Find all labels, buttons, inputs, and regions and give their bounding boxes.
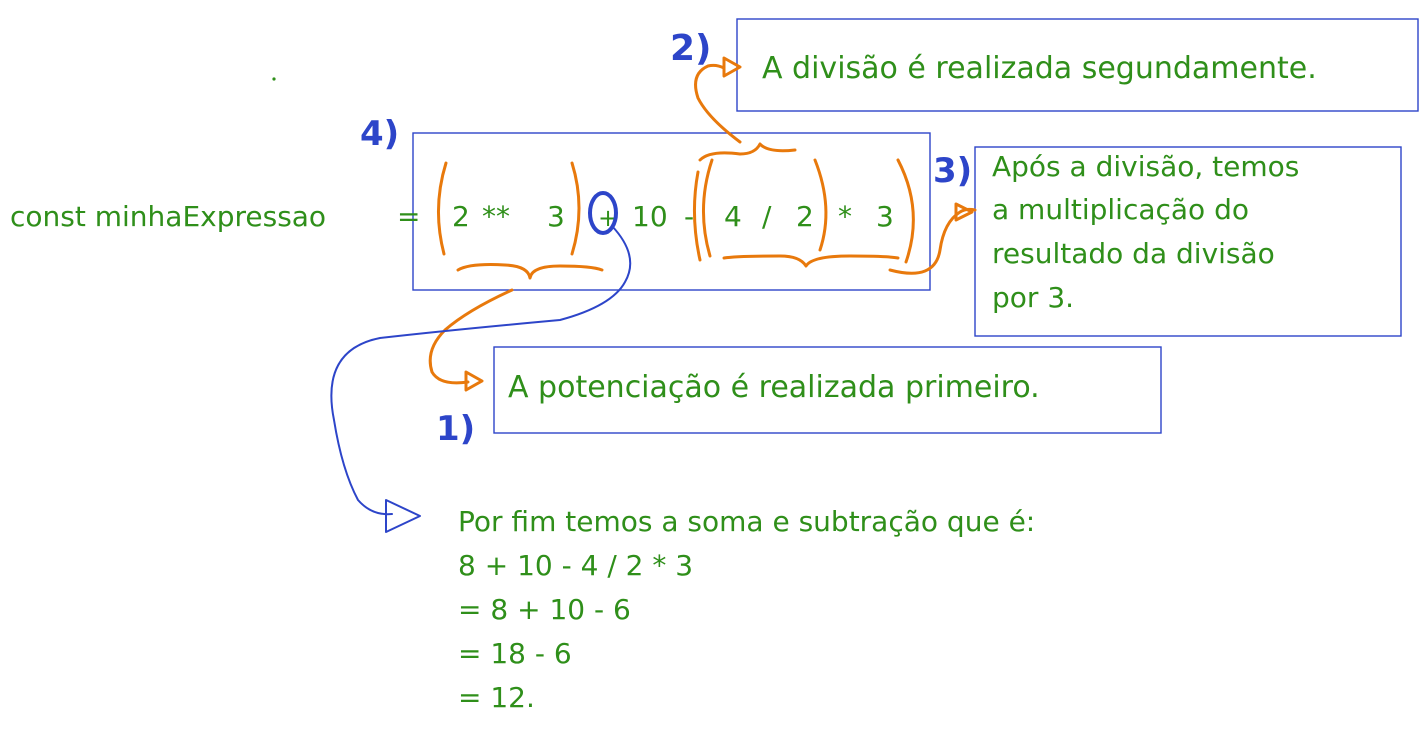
power-brace — [456, 263, 604, 280]
step2-note: A divisão é realizada segundamente. — [762, 51, 1317, 86]
final-line: 8 + 10 - 4 / 2 * 3 — [458, 549, 693, 582]
power-left-operand: 2 — [452, 200, 470, 233]
step1-note: A potenciação é realizada primeiro. — [508, 370, 1040, 405]
final-line: = 8 + 10 - 6 — [458, 593, 631, 626]
step3-connector — [888, 207, 977, 275]
step3-label: 3) — [933, 151, 972, 191]
multiplication-close-paren — [896, 158, 915, 264]
multiply-right-operand: 3 — [876, 200, 894, 233]
final-line: Por fim temos a soma e subtração que é: — [458, 505, 1035, 538]
multiplication-brace — [722, 254, 900, 268]
final-arrowhead — [385, 499, 421, 533]
power-operator: ** — [482, 200, 510, 233]
stray-dot — [272, 77, 276, 81]
division-right-operand: 2 — [796, 200, 814, 233]
ten-operand: 10 — [632, 200, 668, 233]
plus-highlight-circle — [588, 191, 618, 235]
step2-arrowhead — [722, 56, 742, 78]
step1-label: 1) — [436, 409, 475, 449]
division-left-operand: 4 — [724, 200, 742, 233]
step3-arrowhead — [954, 202, 974, 222]
multiplication-open-paren — [692, 170, 702, 262]
step3-note-line: por 3. — [992, 281, 1074, 314]
step2-connector — [694, 63, 742, 144]
multiply-operator: * — [838, 200, 852, 233]
division-brace — [698, 142, 797, 162]
step4-label: 4) — [360, 114, 399, 154]
division-open-paren — [702, 158, 714, 258]
step1-box — [493, 346, 1162, 434]
division-close-paren — [813, 158, 828, 252]
code-equals: = — [397, 200, 420, 233]
step1-arrowhead — [464, 370, 484, 392]
code-declaration: const minhaExpressao — [10, 200, 326, 233]
power-open-paren — [437, 161, 448, 256]
step1-connector — [428, 288, 514, 385]
final-connector — [330, 225, 632, 516]
final-line: = 18 - 6 — [458, 637, 572, 670]
step3-note-line: resultado da divisão — [992, 237, 1275, 270]
final-line: = 12. — [458, 681, 535, 714]
step3-note-line: a multiplicação do — [992, 193, 1249, 226]
step3-box — [974, 146, 1402, 337]
division-operator: / — [762, 200, 772, 233]
expression-box — [412, 132, 931, 291]
minus-operator: - — [684, 200, 694, 233]
power-close-paren — [570, 161, 581, 256]
step3-note-line: Após a divisão, temos — [992, 150, 1299, 183]
step2-label: 2) — [670, 28, 712, 69]
power-right-operand: 3 — [547, 200, 565, 233]
